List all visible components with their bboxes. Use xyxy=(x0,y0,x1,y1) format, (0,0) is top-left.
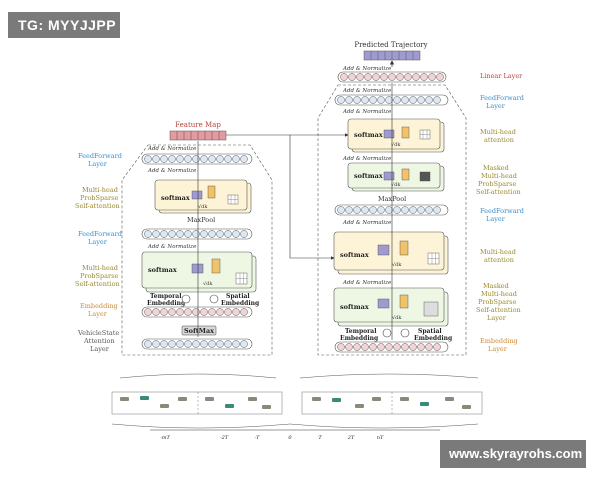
encoder-attention-block-2: softmax √dk xyxy=(141,251,257,293)
tick-label-neg-mT: -mT xyxy=(160,435,170,441)
encoder-to-decoder-connector xyxy=(226,134,335,260)
tick-label-neg-T: -T xyxy=(255,435,261,441)
svg-text:√dk: √dk xyxy=(198,204,208,210)
add-normalize-label-r6: Add & Normalize xyxy=(342,280,392,286)
add-normalize-label-r4: Add & Normalize xyxy=(342,156,392,162)
encoder-feedforward-nodes-2 xyxy=(141,228,253,240)
encoder-embedding-nodes xyxy=(141,306,253,318)
feature-map-label: Feature Map xyxy=(175,121,221,129)
linear-layer-nodes xyxy=(337,71,447,83)
decoder-attention-block-2: softmax √dk xyxy=(333,231,449,275)
add-normalize-label-r3: Add & Normalize xyxy=(342,109,392,115)
encoder-frame xyxy=(121,144,273,356)
encoder-feedforward-nodes-1 xyxy=(141,153,253,165)
predicted-trajectory-label: Predicted Trajectory xyxy=(354,41,427,49)
add-normalize-label-l3: Add & Normalize xyxy=(147,244,197,250)
add-normalize-label-r5: Add & Normalize xyxy=(342,220,392,226)
add-normalize-label-l2: Add & Normalize xyxy=(147,168,197,174)
decoder-spatial-icon xyxy=(400,328,410,338)
svg-text:softmax: softmax xyxy=(354,172,383,180)
svg-text:softmax: softmax xyxy=(354,131,383,139)
feature-map-cells xyxy=(169,130,227,141)
svg-text:√dk: √dk xyxy=(392,315,402,321)
tick-label-zero: 0 xyxy=(288,435,292,441)
tick-label-2T: 2T xyxy=(347,435,355,441)
decoder-masked-block-1: softmax √dk xyxy=(347,162,445,192)
svg-text:softmax: softmax xyxy=(161,194,190,202)
svg-text:softmax: softmax xyxy=(340,303,369,311)
svg-text:√dk: √dk xyxy=(391,182,401,188)
svg-text:softmax: softmax xyxy=(148,266,177,274)
encoder-attention-block-1: softmax √dk xyxy=(154,179,252,214)
vehiclestate-softmax-box: SoftMax xyxy=(181,325,217,336)
predicted-trajectory-cells xyxy=(363,50,421,61)
vehiclestate-nodes xyxy=(141,338,253,350)
timeline xyxy=(111,423,479,431)
svg-text:SoftMax: SoftMax xyxy=(184,327,214,335)
input-sequences xyxy=(111,373,483,415)
svg-text:√dk: √dk xyxy=(203,281,213,287)
add-normalize-label-r2: Add & Normalize xyxy=(342,88,392,94)
svg-text:√dk: √dk xyxy=(392,262,402,268)
decoder-temporal-icon xyxy=(382,328,392,338)
vehicle-icons xyxy=(120,396,471,409)
decoder-feedforward-nodes-1 xyxy=(334,94,449,106)
watermark-bottom: www.skyrayrohs.com xyxy=(440,440,586,468)
tick-label-neg-2T: -2T xyxy=(220,435,229,441)
decoder-attention-block-1: softmax √dk xyxy=(347,118,445,153)
encoder-maxpool-label: MaxPool xyxy=(187,216,215,224)
add-normalize-label-l1: Add & Normalize xyxy=(147,146,197,152)
add-normalize-label-r1: Add & Normalize xyxy=(342,66,392,72)
svg-text:softmax: softmax xyxy=(340,251,369,259)
decoder-masked-block-2: softmax √dk xyxy=(333,287,449,327)
encoder-spatial-icon xyxy=(209,294,219,304)
decoder-frame xyxy=(317,84,467,356)
decoder-feedforward-nodes-2 xyxy=(334,204,449,216)
tick-label-T: T xyxy=(318,435,322,441)
svg-text:√dk: √dk xyxy=(391,142,401,148)
tick-label-nT: nT xyxy=(377,435,384,441)
watermark-top: TG: MYYJJPP xyxy=(8,12,120,38)
decoder-embedding-nodes xyxy=(334,341,449,353)
linear-layer-label: Linear Layer xyxy=(480,72,523,80)
encoder-temporal-icon xyxy=(181,294,191,304)
